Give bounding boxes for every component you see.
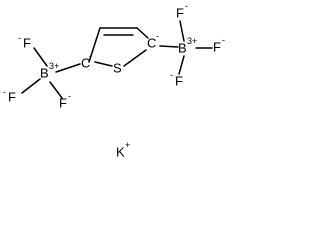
- bond-c2-c3: [88, 27, 101, 63]
- right-carbanion: C -: [147, 31, 159, 50]
- right-fluorine-bottom: - F: [170, 70, 183, 88]
- potassium-symbol: K: [116, 144, 125, 159]
- left-fluorine-bottom-charge: -: [68, 91, 71, 101]
- right-boron-symbol: B: [178, 40, 187, 55]
- right-boron: B 3+: [178, 36, 197, 55]
- right-fluorine-bottom-charge: -: [170, 70, 173, 80]
- potassium-charge: +: [125, 140, 130, 150]
- left-fluorine-top-charge: -: [18, 33, 21, 43]
- right-fluorine-right-symbol: F: [213, 39, 221, 54]
- left-fluorine-bottom: F -: [59, 91, 71, 110]
- right-fluorine-top-charge: -: [185, 1, 188, 11]
- left-fluorine-top-symbol: F: [23, 35, 31, 50]
- chemical-structure: C - C - S B 3+ B 3+ - F - F F - F - F - …: [3, 1, 225, 159]
- potassium-counter-ion: K +: [116, 140, 130, 159]
- bond-b-f-left-top: [33, 47, 48, 67]
- right-fluorine-bottom-symbol: F: [175, 73, 183, 88]
- right-fluorine-top: F -: [176, 1, 188, 20]
- left-fluorine-left: - F: [3, 87, 16, 104]
- left-boron: B 3+: [40, 61, 59, 80]
- left-carbanion-charge: -: [89, 51, 92, 61]
- bond-b-f-left-left: [21, 78, 41, 94]
- right-boron-charge: 3+: [187, 36, 197, 46]
- right-fluorine-top-symbol: F: [176, 5, 184, 20]
- left-boron-charge: 3+: [49, 61, 59, 71]
- right-fluorine-right: F -: [213, 35, 225, 54]
- left-fluorine-left-charge: -: [3, 87, 6, 97]
- thiophene-ring: [88, 27, 149, 67]
- left-fluorine-left-symbol: F: [8, 89, 16, 104]
- bond-c5-b-right: [159, 45, 179, 48]
- bond-c5-s: [123, 49, 147, 67]
- left-carbanion: C -: [81, 51, 92, 70]
- right-carbanion-charge: -: [156, 31, 159, 41]
- left-bf3-bonds: [21, 47, 63, 99]
- bond-b-f-left-bottom: [49, 81, 63, 99]
- left-fluorine-bottom-symbol: F: [59, 95, 67, 110]
- right-bf3-bonds: [178, 20, 213, 75]
- bond-b-f-right-bottom: [178, 55, 185, 75]
- right-carbanion-symbol: C: [147, 35, 156, 50]
- bond-s-c2: [94, 61, 113, 67]
- right-fluorine-right-charge: -: [222, 35, 225, 45]
- ring-sulfur: S: [113, 60, 122, 75]
- bond-b-f-right-top: [179, 20, 185, 42]
- left-boron-symbol: B: [40, 65, 49, 80]
- left-fluorine-top: - F: [18, 33, 31, 50]
- bond-c4-c5: [136, 27, 149, 39]
- left-carbanion-symbol: C: [81, 55, 90, 70]
- bond-c2-b-left: [55, 63, 81, 73]
